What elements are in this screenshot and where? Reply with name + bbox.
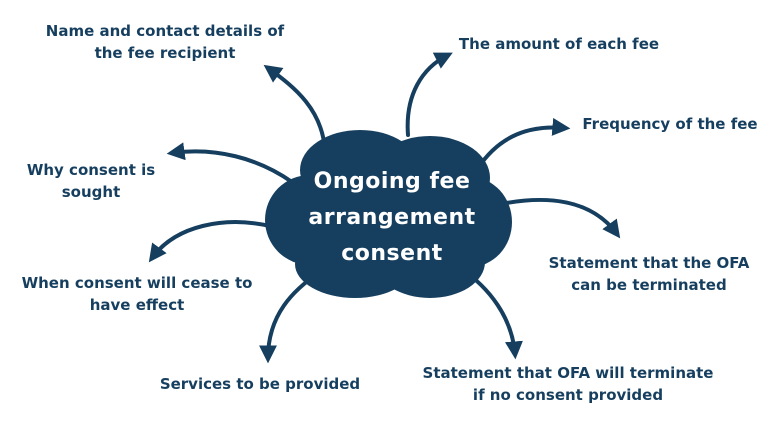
arrow-to-termination-statement — [494, 198, 621, 239]
arrow-to-cease-effect — [148, 220, 272, 263]
central-concept: Ongoing fee arrangement consent — [308, 169, 476, 266]
label-frequency: Frequency of the fee — [582, 115, 758, 133]
label-services: Services to be provided — [159, 375, 361, 393]
arrow-to-amount — [405, 52, 453, 137]
label-recipient: Name and contact details of the fee reci… — [45, 22, 285, 62]
arrow-to-frequency — [476, 117, 571, 170]
label-no-consent: Statement that OFA will terminate if no … — [422, 364, 714, 404]
label-amount: The amount of each fee — [458, 35, 660, 53]
label-termination-statement: Statement that the OFA can be terminated — [548, 254, 750, 294]
central-cloud — [265, 130, 512, 298]
arrow-to-no-consent — [458, 266, 523, 360]
arrow-to-recipient — [263, 64, 327, 152]
arrow-to-why-consent — [166, 142, 294, 184]
label-why-consent: Why consent is sought — [26, 161, 156, 201]
arrow-to-services — [259, 270, 322, 364]
label-cease-effect: When consent will cease to have effect — [21, 274, 253, 314]
